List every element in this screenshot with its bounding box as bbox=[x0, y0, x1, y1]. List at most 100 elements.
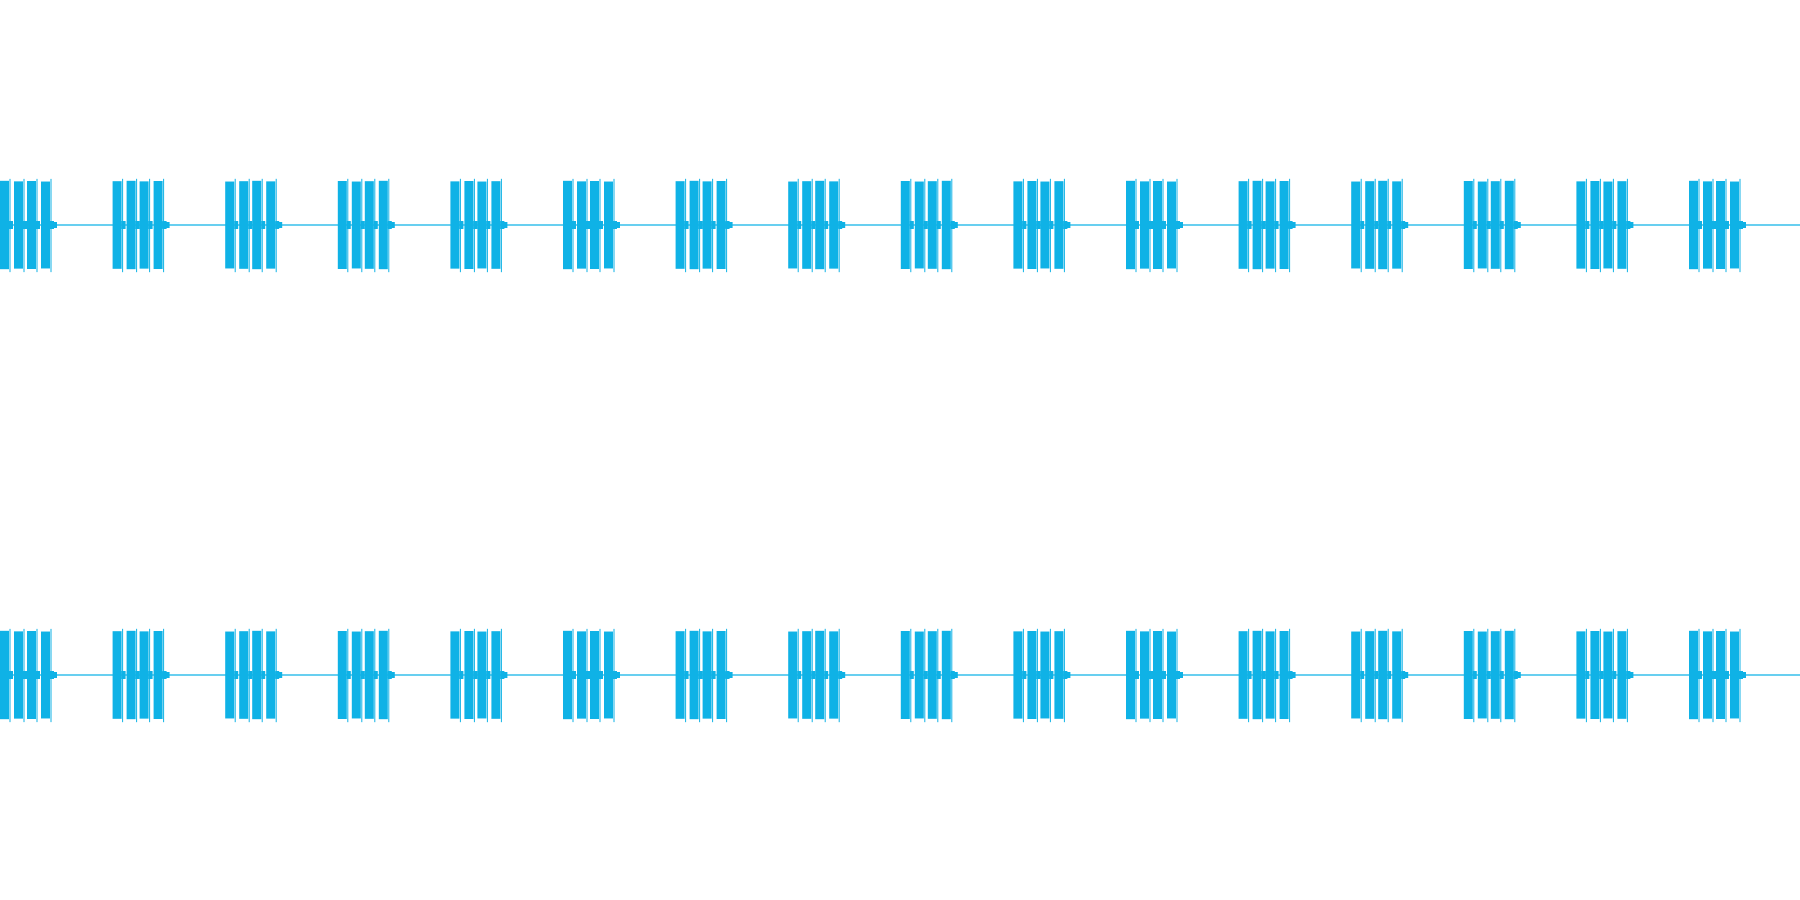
channel-1-burst-2-notch-2 bbox=[135, 221, 140, 229]
channel-1-burst-9-notch-2 bbox=[923, 221, 928, 229]
channel-1-burst-15-notch-1 bbox=[1585, 221, 1590, 229]
channel-1-burst-11-notch-2 bbox=[1149, 221, 1153, 229]
channel-2-burst-9-notch-1 bbox=[909, 671, 914, 679]
channel-1-burst-5-pulse-1 bbox=[450, 181, 460, 269]
channel-2-burst-16 bbox=[1689, 628, 1746, 723]
channel-2-burst-6-pulse-2 bbox=[577, 631, 586, 719]
channel-1-waveform[interactable] bbox=[0, 0, 1800, 450]
channel-2-burst-6-tail bbox=[613, 672, 620, 678]
channel-1-burst-8-pulse-3 bbox=[815, 180, 825, 270]
channel-1-burst-10-pulse-1 bbox=[1013, 181, 1023, 269]
channel-1-burst-2-pulse-3 bbox=[139, 181, 149, 269]
channel-1-burst-8-notch-3 bbox=[824, 221, 829, 229]
channel-1-burst-15-tail bbox=[1626, 222, 1634, 228]
channel-2-burst-3-pulse-1 bbox=[225, 631, 235, 719]
channel-2-burst-10-notch-1 bbox=[1022, 671, 1027, 679]
channel-2-burst-4 bbox=[337, 628, 395, 723]
channel-2-burst-4-pulse-1 bbox=[337, 631, 347, 719]
channel-2-waveform-svg bbox=[0, 628, 1800, 723]
channel-2-burst-7-notch-2 bbox=[698, 671, 703, 679]
channel-1-burst-11-pulse-4 bbox=[1167, 181, 1176, 269]
channel-1-burst-10-pulse-3 bbox=[1040, 181, 1050, 269]
channel-1-burst-7-pulse-3 bbox=[702, 181, 712, 269]
channel-2-burst-12-notch-1 bbox=[1247, 671, 1252, 679]
channel-2-burst-13-notch-1 bbox=[1360, 671, 1365, 679]
channel-1-burst-2-notch-1 bbox=[121, 221, 126, 229]
channel-2-burst-16-notch-2 bbox=[1712, 671, 1716, 679]
channel-1-burst-5 bbox=[450, 178, 508, 273]
channel-2-burst-2-pulse-3 bbox=[139, 631, 149, 719]
channel-2-burst-13-notch-2 bbox=[1374, 671, 1379, 679]
channel-1-burst-8-notch-2 bbox=[811, 221, 816, 229]
channel-1-burst-16-pulse-2 bbox=[1703, 181, 1712, 269]
channel-2-burst-11-tail bbox=[1176, 672, 1183, 678]
channel-1-burst-1-notch-2 bbox=[23, 221, 27, 229]
channel-1-burst-1-notch-3 bbox=[36, 221, 40, 229]
channel-1-burst-4-pulse-1 bbox=[337, 181, 347, 269]
channel-1-burst-16-tail bbox=[1739, 222, 1746, 228]
channel-1-burst-9-notch-3 bbox=[936, 221, 941, 229]
channel-2-burst-7-notch-1 bbox=[684, 671, 689, 679]
channel-2-burst-12-notch-3 bbox=[1274, 671, 1279, 679]
channel-1-burst-9-notch-1 bbox=[909, 221, 914, 229]
channel-2-burst-7-tail bbox=[725, 672, 733, 678]
channel-1-burst-15-pulse-1 bbox=[1576, 181, 1586, 269]
channel-2-burst-3 bbox=[225, 628, 283, 723]
channel-2-burst-2-notch-1 bbox=[121, 671, 126, 679]
channel-2-burst-13-pulse-3 bbox=[1378, 630, 1388, 720]
channel-1-burst-1-notch-1 bbox=[9, 221, 13, 229]
channel-2-burst-6-pulse-1 bbox=[563, 630, 572, 720]
channel-2-burst-14-notch-2 bbox=[1486, 671, 1491, 679]
channel-1-burst-4-pulse-4 bbox=[378, 180, 388, 270]
channel-1-burst-10 bbox=[1013, 178, 1071, 273]
channel-2-burst-9-tail bbox=[950, 672, 958, 678]
channel-2-burst-11 bbox=[1126, 628, 1183, 723]
channel-1-burst-15 bbox=[1576, 178, 1634, 273]
channel-1-burst-16-notch-3 bbox=[1725, 221, 1729, 229]
channel-1-burst-10-notch-3 bbox=[1049, 221, 1054, 229]
channel-2-burst-1-notch-2 bbox=[23, 671, 27, 679]
channel-1-burst-14-pulse-2 bbox=[1477, 181, 1487, 269]
channel-2-burst-6-notch-3 bbox=[599, 671, 603, 679]
channel-1-burst-7-pulse-4 bbox=[716, 181, 726, 269]
channel-1-burst-13-pulse-2 bbox=[1365, 181, 1375, 269]
channel-2-burst-3-notch-1 bbox=[234, 671, 239, 679]
channel-1-burst-10-pulse-2 bbox=[1027, 181, 1037, 269]
channel-2-burst-6-pulse-4 bbox=[604, 631, 613, 719]
channel-2-burst-3-pulse-4 bbox=[266, 631, 276, 719]
channel-1-burst-6-notch-2 bbox=[586, 221, 590, 229]
channel-2-burst-14-pulse-3 bbox=[1490, 631, 1500, 719]
channel-2-burst-16-pulse-4 bbox=[1730, 631, 1739, 719]
channel-2-burst-6-notch-2 bbox=[586, 671, 590, 679]
channel-1-burst-8-notch-1 bbox=[797, 221, 802, 229]
channel-1-burst-12-pulse-3 bbox=[1265, 181, 1275, 269]
channel-1-burst-10-pulse-4 bbox=[1054, 181, 1064, 269]
channel-2-burst-15-notch-1 bbox=[1585, 671, 1590, 679]
channel-2-waveform[interactable] bbox=[0, 450, 1800, 900]
channel-1-burst-10-notch-2 bbox=[1036, 221, 1041, 229]
channel-1-burst-4-pulse-3 bbox=[364, 181, 374, 269]
channel-1-burst-6-notch-1 bbox=[572, 221, 576, 229]
channel-1-burst-13-tail bbox=[1401, 222, 1409, 228]
channel-1-burst-16 bbox=[1689, 178, 1746, 273]
channel-1-burst-9 bbox=[900, 178, 958, 273]
channel-2-burst-7-pulse-1 bbox=[675, 631, 685, 719]
channel-1-burst-3-notch-3 bbox=[261, 221, 266, 229]
channel-1-burst-12-notch-3 bbox=[1274, 221, 1279, 229]
channel-1-burst-13-notch-1 bbox=[1360, 221, 1365, 229]
channel-1-burst-12-pulse-2 bbox=[1252, 180, 1262, 270]
channel-2-burst-16-pulse-2 bbox=[1703, 631, 1712, 719]
channel-1-burst-5-notch-1 bbox=[459, 221, 464, 229]
channel-2-burst-1-notch-1 bbox=[9, 671, 13, 679]
channel-2-burst-8-notch-1 bbox=[797, 671, 802, 679]
channel-2-burst-14-tail bbox=[1513, 672, 1521, 678]
channel-2-burst-10-pulse-1 bbox=[1013, 631, 1023, 719]
channel-2-burst-4-pulse-4 bbox=[378, 630, 388, 720]
channel-2-burst-2-pulse-4 bbox=[153, 631, 163, 719]
channel-2-burst-16-pulse-3 bbox=[1716, 631, 1725, 719]
channel-2-burst-2-pulse-2 bbox=[126, 630, 136, 720]
channel-1-burst-16-pulse-3 bbox=[1716, 181, 1725, 269]
channel-1-burst-3 bbox=[225, 178, 283, 273]
channel-2-burst-1-pulse-2 bbox=[14, 631, 23, 719]
